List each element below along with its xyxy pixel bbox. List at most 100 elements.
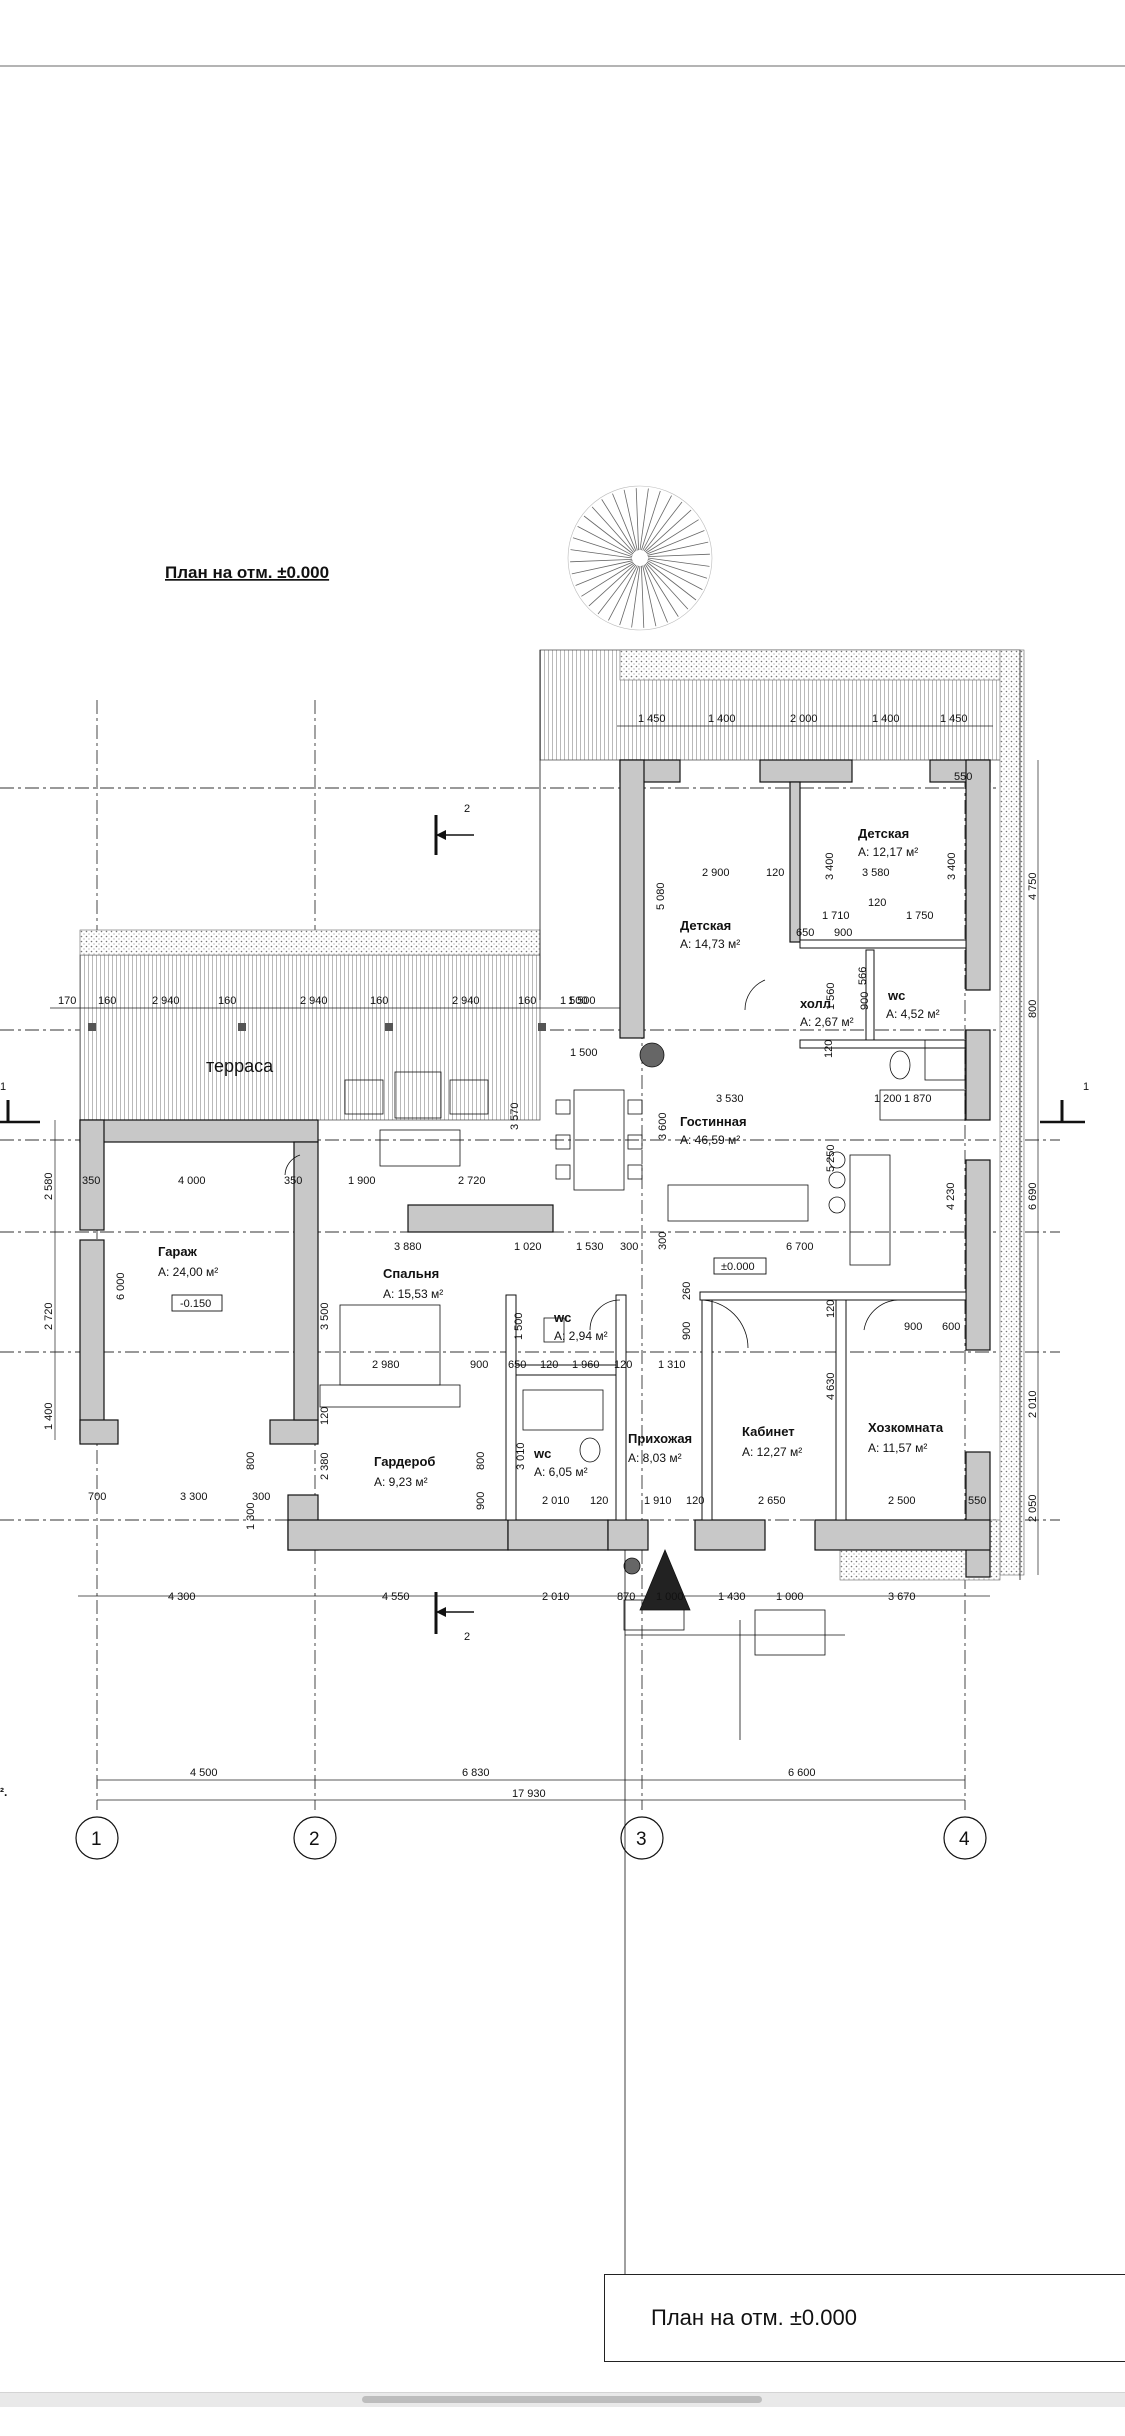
room-garage-area: A: 24,00 м² <box>158 1265 218 1279</box>
dim-right-4: 2 010 <box>1027 1390 1039 1418</box>
svg-text:3 400: 3 400 <box>824 852 836 880</box>
dim-top-5: 1 450 <box>940 713 968 725</box>
room-hall-entry-area: A: 8,03 м² <box>628 1451 682 1465</box>
svg-text:120: 120 <box>766 867 784 879</box>
svg-text:2 500: 2 500 <box>888 1495 916 1507</box>
svg-text:900: 900 <box>834 927 852 939</box>
axis-bubbles: 1 2 3 4 <box>75 1816 987 1860</box>
svg-text:1 900: 1 900 <box>348 1175 376 1187</box>
walls <box>79 759 991 1578</box>
section-mark-bottom: 2 <box>434 1592 474 1643</box>
dim-bottom-1: 4 300 <box>168 1591 196 1603</box>
svg-text:650: 650 <box>796 927 814 939</box>
svg-text:1 500: 1 500 <box>570 1047 598 1059</box>
dim-total: 17 930 <box>512 1788 546 1800</box>
svg-text:3 400: 3 400 <box>946 852 958 880</box>
svg-text:1 020: 1 020 <box>514 1241 542 1253</box>
north-arrow-ray <box>577 526 633 556</box>
north-arrow-ray <box>643 564 668 623</box>
svg-text:5 250: 5 250 <box>825 1144 837 1172</box>
dim-right-3: 6 690 <box>1027 1182 1039 1210</box>
room-kids2-name: Детская <box>858 826 909 841</box>
dim-terrace-4: 160 <box>218 995 236 1007</box>
room-wc-small-area: A: 2,94 м² <box>554 1329 608 1343</box>
dim-left-3: 1 400 <box>43 1402 55 1430</box>
north-arrow-ray <box>646 561 697 601</box>
dim-left-2: 2 720 <box>43 1302 55 1330</box>
north-arrow-ray <box>588 563 636 607</box>
plan-title: План на отм. ±0.000 <box>165 563 329 582</box>
svg-text:550: 550 <box>968 1495 986 1507</box>
room-study-name: Кабинет <box>742 1424 795 1439</box>
svg-text:900: 900 <box>904 1321 922 1333</box>
svg-text:3 580: 3 580 <box>862 867 890 879</box>
section-mark-left: 1 <box>0 1081 40 1124</box>
svg-text:1 750: 1 750 <box>906 910 934 922</box>
north-arrow-ray <box>645 519 699 554</box>
svg-text:300: 300 <box>252 1491 270 1503</box>
dimension-lines <box>50 725 1039 1801</box>
paving-top <box>619 649 1021 681</box>
dim-top-3: 2 000 <box>790 713 818 725</box>
svg-text:4 000: 4 000 <box>178 1175 206 1187</box>
north-arrow-ray <box>570 559 633 563</box>
svg-text:3 300: 3 300 <box>180 1491 208 1503</box>
level-mark-main: ±0.000 <box>713 1257 767 1275</box>
north-arrow-ray <box>642 565 657 627</box>
dim-bottom-4: 870 <box>617 1591 635 1603</box>
furniture <box>319 1039 966 1656</box>
svg-text:800: 800 <box>475 1452 487 1470</box>
north-arrow-ray <box>570 549 633 559</box>
svg-text:1 500: 1 500 <box>513 1312 525 1340</box>
north-arrow-ray <box>635 488 639 551</box>
svg-text:3 500: 3 500 <box>319 1302 331 1330</box>
room-holl-name: холл <box>800 996 831 1011</box>
room-study-area: A: 12,27 м² <box>742 1445 802 1459</box>
svg-text:120: 120 <box>686 1495 704 1507</box>
svg-text:3 880: 3 880 <box>394 1241 422 1253</box>
room-wc-bath-name: wc <box>533 1446 551 1461</box>
svg-text:6 000: 6 000 <box>115 1272 127 1300</box>
north-arrow-ray <box>644 509 692 553</box>
svg-text:600: 600 <box>942 1321 960 1333</box>
scrollbar-thumb[interactable] <box>362 2396 762 2403</box>
north-arrow-ray <box>644 563 679 617</box>
dim-top-4: 1 400 <box>872 713 900 725</box>
svg-text:2 380: 2 380 <box>319 1452 331 1480</box>
svg-text:700: 700 <box>88 1491 106 1503</box>
svg-text:260: 260 <box>681 1282 693 1300</box>
north-arrow-ray <box>583 515 634 555</box>
room-holl-area: A: 2,67 м² <box>800 1015 854 1029</box>
svg-text:120: 120 <box>823 1040 835 1058</box>
north-arrow-ray <box>572 537 633 557</box>
room-wardrobe-name: Гардероб <box>374 1454 435 1469</box>
north-arrow-ray <box>619 565 639 626</box>
svg-text:1 310: 1 310 <box>658 1359 686 1371</box>
svg-text:350: 350 <box>284 1175 302 1187</box>
dim-axis-span-3: 6 600 <box>788 1767 816 1779</box>
north-arrow-ray <box>641 490 661 551</box>
terrace-posts <box>88 1023 546 1031</box>
dim-right-1: 4 750 <box>1027 872 1039 900</box>
north-arrow-ray <box>591 506 635 554</box>
dim-bottom-3: 2 010 <box>542 1591 570 1603</box>
svg-text:650: 650 <box>508 1359 526 1371</box>
svg-text:1: 1 <box>1083 1081 1089 1093</box>
north-arrow-ray <box>608 565 638 621</box>
room-wc-upper-name: wc <box>887 988 905 1003</box>
svg-text:800: 800 <box>245 1452 257 1470</box>
paving-terrace <box>79 929 541 956</box>
room-wc-upper-area: A: 4,52 м² <box>886 1007 940 1021</box>
section-mark-right: 1 <box>1040 1081 1089 1124</box>
north-arrow-ray <box>631 565 641 628</box>
north-arrow-ray <box>646 530 705 555</box>
north-arrow-ray <box>647 560 703 590</box>
dim-terrace-2: 160 <box>98 995 116 1007</box>
room-labels: Гараж A: 24,00 м² Спальня A: 15,53 м² Га… <box>158 826 944 1489</box>
north-arrow-icon <box>567 485 713 631</box>
svg-text:300: 300 <box>657 1232 669 1250</box>
north-arrow-ray <box>642 495 672 551</box>
dim-bottom-8: 3 670 <box>888 1591 916 1603</box>
inner-dimensions: 2 900 120 3 580 3 400 5 080 3 400 120 1 … <box>82 771 986 1530</box>
